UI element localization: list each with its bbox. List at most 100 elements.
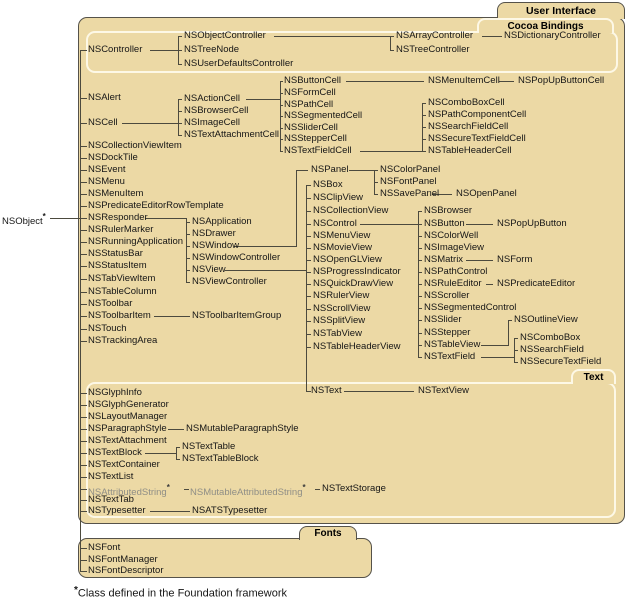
- class-node: NSATSTypesetter: [192, 505, 268, 516]
- class-node: NSSegmentedCell: [284, 110, 363, 121]
- connector-line: [280, 151, 283, 152]
- class-node: NSStatusItem: [88, 260, 147, 271]
- class-node: NSMenuView: [313, 230, 371, 241]
- class-node: NSViewController: [192, 276, 267, 287]
- connector-line: [306, 236, 311, 237]
- class-node: NSTextTable: [182, 441, 236, 452]
- connector-line: [178, 111, 182, 112]
- class-node: NSParagraphStyle: [88, 423, 167, 434]
- class-node: NSSliderCell: [284, 122, 338, 133]
- connector-line: [390, 36, 394, 37]
- connector-line: [80, 477, 87, 478]
- class-node: NSComboBox: [520, 332, 581, 343]
- connector-line: [306, 321, 311, 322]
- connector-line: [80, 329, 87, 330]
- connector-line: [80, 511, 87, 512]
- connector-line: [80, 453, 87, 454]
- class-node: NSTouch: [88, 323, 127, 334]
- class-node: NSToolbarItemGroup: [192, 310, 282, 321]
- class-node: NSDrawer: [192, 228, 236, 239]
- connector-line: [178, 36, 182, 37]
- class-node: NSSearchFieldCell: [428, 121, 509, 132]
- class-node: NSApplication: [192, 216, 252, 227]
- connector-line: [418, 296, 422, 297]
- class-node: NSWindow: [192, 240, 239, 251]
- connector-line: [80, 393, 87, 394]
- connector-line: [481, 357, 514, 358]
- connector-line: [360, 151, 422, 152]
- connector-line: [178, 64, 182, 65]
- fonts-panel: [78, 538, 372, 578]
- connector-line: [422, 115, 426, 116]
- class-node: NSBrowser: [424, 205, 473, 216]
- class-node: NSTextField: [424, 351, 476, 362]
- connector-line: [418, 260, 422, 261]
- class-node: NSArrayController: [396, 30, 474, 41]
- connector-line: [508, 320, 512, 321]
- connector-line: [176, 447, 177, 460]
- class-node: NSMutableAttributedString*: [190, 483, 306, 499]
- connector-line: [374, 170, 378, 171]
- connector-line: [418, 333, 422, 334]
- class-node: NSLayoutManager: [88, 411, 168, 422]
- class-node: NSForm: [497, 254, 533, 265]
- connector-line: [80, 304, 87, 305]
- connector-line: [80, 50, 81, 572]
- class-node: NSTreeController: [396, 44, 470, 55]
- class-node: NSCollectionViewItem: [88, 140, 182, 151]
- connector-line: [432, 194, 452, 195]
- class-node: NSStepperCell: [284, 133, 347, 144]
- connector-line: [150, 511, 190, 512]
- connector-line: [80, 266, 87, 267]
- connector-line: [315, 489, 320, 490]
- tab-cocoa-bindings: Cocoa Bindings: [477, 18, 614, 33]
- class-node: NSTextContainer: [88, 459, 160, 470]
- connector-line: [418, 272, 422, 273]
- connector-line: [246, 99, 280, 100]
- connector-line: [280, 116, 283, 117]
- class-node: NSWindowController: [192, 252, 281, 263]
- class-node: NSPathControl: [424, 266, 488, 277]
- class-node: NSFont: [88, 542, 121, 553]
- connector-line: [184, 489, 189, 490]
- class-node: NSFontManager: [88, 554, 158, 565]
- class-node: NSSegmentedControl: [424, 302, 517, 313]
- connector-line: [80, 571, 87, 572]
- connector-line: [344, 391, 414, 392]
- connector-line: [306, 296, 311, 297]
- class-node: NSCollectionView: [313, 205, 389, 216]
- connector-line: [466, 260, 493, 261]
- class-node: NSTextView: [418, 385, 470, 396]
- class-node: NSTabView: [313, 328, 362, 339]
- class-node: NSText: [311, 385, 342, 396]
- connector-line: [481, 345, 508, 346]
- footnote-asterisk: *: [74, 585, 78, 596]
- class-node: NSPopUpButtonCell: [518, 75, 605, 86]
- class-node: NSColorWell: [424, 230, 479, 241]
- connector-line: [482, 36, 502, 37]
- connector-line: [80, 548, 87, 549]
- class-node: NSComboBoxCell: [428, 97, 505, 108]
- connector-line: [306, 334, 311, 335]
- footnote-text: Class defined in the Foundation framewor…: [77, 587, 288, 598]
- connector-line: [306, 260, 311, 261]
- class-node: NSPanel: [311, 164, 349, 175]
- foundation-asterisk: *: [42, 212, 46, 221]
- class-node: NSSavePanel: [380, 188, 440, 199]
- connector-line: [280, 139, 283, 140]
- class-node: NSMatrix: [424, 254, 464, 265]
- connector-line: [296, 170, 297, 247]
- class-node: NSPopUpButton: [497, 218, 567, 229]
- connector-line: [80, 98, 87, 99]
- connector-line: [374, 182, 378, 183]
- connector-line: [122, 123, 178, 124]
- foundation-asterisk: *: [302, 483, 306, 492]
- connector-line: [80, 170, 87, 171]
- connector-line: [186, 282, 190, 283]
- connector-line: [306, 272, 311, 273]
- connector-line: [234, 246, 296, 247]
- class-node: NSPredicateEditorRowTemplate: [88, 200, 224, 211]
- class-node: NSTrackingArea: [88, 335, 158, 346]
- class-node: NSColorPanel: [380, 164, 441, 175]
